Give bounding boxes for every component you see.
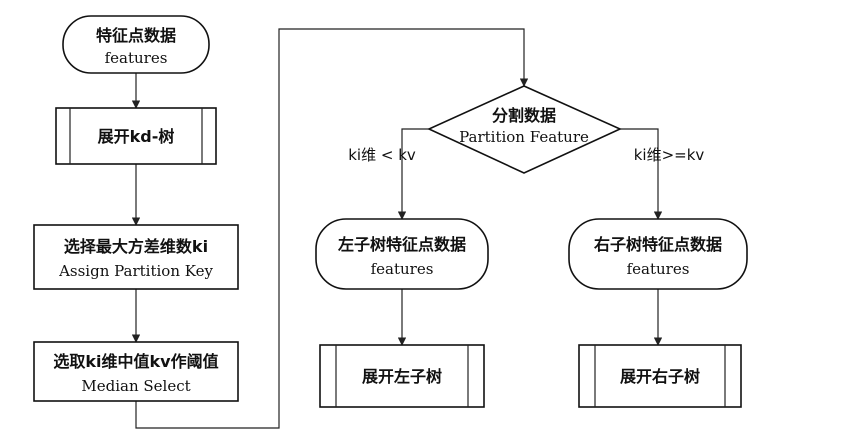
node-partition-decision: 分割数据 Partition Feature <box>427 85 622 174</box>
node-left-subtree-label-en: features <box>371 260 434 278</box>
node-median-select: 选取ki维中值kv作阈值 Median Select <box>33 341 239 402</box>
node-expand-right-subtree: 展开右子树 <box>578 344 742 408</box>
node-expand-kd-tree-label: 展开kd-树 <box>98 127 175 146</box>
node-expand-left-label: 展开左子树 <box>362 367 442 386</box>
node-select-dimension-label-cn: 选择最大方差维数ki <box>64 237 208 256</box>
edge-partition-to-left <box>397 128 429 220</box>
node-right-subtree-data: 右子树特征点数据 features <box>568 218 748 290</box>
edge-partition-to-right <box>620 128 663 220</box>
node-left-subtree-data: 左子树特征点数据 features <box>315 218 489 290</box>
node-right-subtree-label-en: features <box>627 260 690 278</box>
edge-median-to-partition <box>135 28 529 429</box>
node-partition-label-cn: 分割数据 <box>492 106 556 125</box>
node-right-subtree-label-cn: 右子树特征点数据 <box>594 235 722 254</box>
node-median-select-label-en: Median Select <box>81 377 190 395</box>
node-expand-kd-tree: 展开kd-树 <box>55 107 217 165</box>
edge-label-right-condition: ki维>=kv <box>634 146 705 164</box>
node-start-label-en: features <box>105 49 168 67</box>
node-partition-label-en: Partition Feature <box>459 128 589 146</box>
node-select-dimension: 选择最大方差维数ki Assign Partition Key <box>33 224 239 290</box>
node-select-dimension-label-en: Assign Partition Key <box>58 262 213 280</box>
node-median-select-label-cn: 选取ki维中值kv作阈值 <box>53 352 218 371</box>
node-start: 特征点数据 features <box>62 15 210 74</box>
node-start-label-cn: 特征点数据 <box>96 26 176 45</box>
node-expand-right-label: 展开右子树 <box>620 367 700 386</box>
node-left-subtree-label-cn: 左子树特征点数据 <box>337 235 466 254</box>
node-expand-left-subtree: 展开左子树 <box>319 344 485 408</box>
edge-label-left-condition: ki维 < kv <box>348 146 416 164</box>
